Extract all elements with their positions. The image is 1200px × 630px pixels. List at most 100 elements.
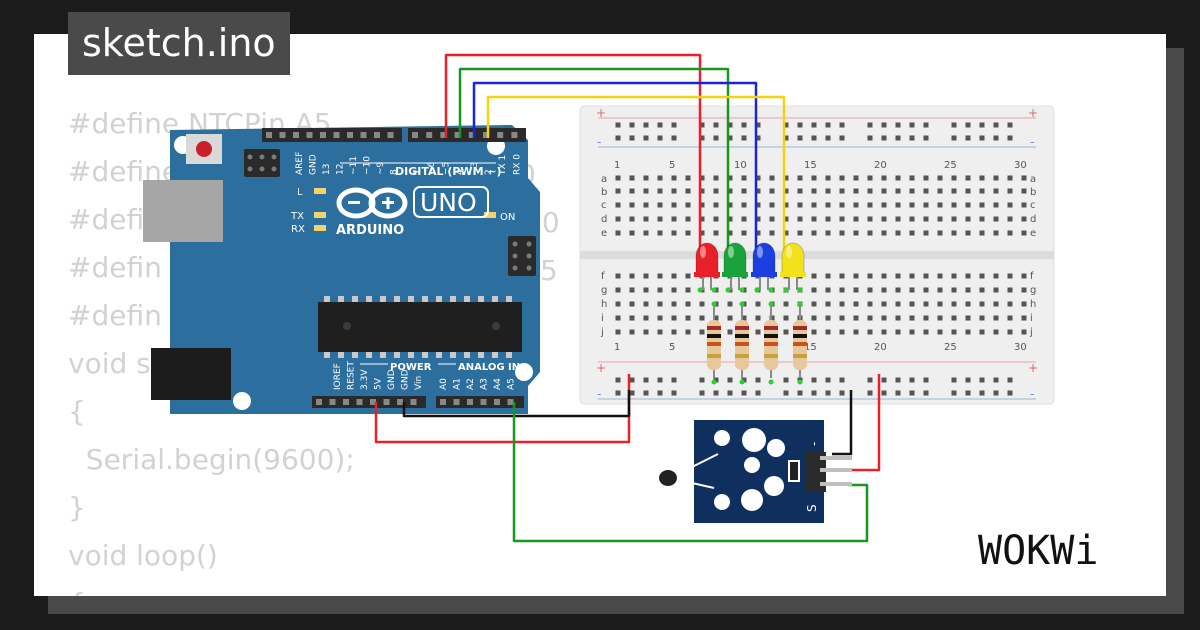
resistor[interactable] bbox=[707, 301, 721, 385]
bb-hole bbox=[937, 315, 943, 321]
bb-hole bbox=[755, 329, 761, 335]
led-blue[interactable] bbox=[751, 242, 777, 293]
header-pin[interactable] bbox=[333, 132, 340, 138]
bb-hole bbox=[615, 287, 621, 293]
header-pin[interactable] bbox=[497, 132, 504, 138]
bb-hole bbox=[1007, 122, 1013, 128]
bb-hole bbox=[811, 188, 817, 194]
bb-hole bbox=[881, 315, 887, 321]
bb-hole bbox=[713, 122, 719, 128]
ntc-sensor-module[interactable]: - S bbox=[659, 420, 852, 523]
bb-hole bbox=[741, 175, 747, 181]
header-pin[interactable] bbox=[343, 399, 349, 405]
header-pin[interactable] bbox=[410, 399, 417, 405]
led-green[interactable] bbox=[722, 242, 748, 293]
bb-hole bbox=[713, 315, 719, 321]
bb-hole bbox=[797, 390, 803, 396]
bb-hole bbox=[727, 230, 733, 236]
header-pin[interactable] bbox=[347, 132, 353, 138]
file-tab[interactable]: sketch.ino bbox=[68, 12, 290, 75]
wire-yellow-pin2[interactable] bbox=[486, 95, 786, 255]
header-pin[interactable] bbox=[279, 132, 286, 138]
bb-hole bbox=[867, 390, 873, 396]
wire-green-pin4[interactable] bbox=[458, 67, 730, 255]
header-pin[interactable] bbox=[440, 399, 446, 405]
header-pin[interactable] bbox=[454, 132, 461, 138]
bb-hole bbox=[811, 230, 817, 236]
header-pin[interactable] bbox=[306, 132, 313, 138]
header-pin[interactable] bbox=[320, 132, 326, 138]
header-pin[interactable] bbox=[468, 132, 475, 138]
resistor[interactable] bbox=[793, 301, 807, 385]
bb-hole bbox=[853, 301, 859, 307]
bb-hole bbox=[993, 329, 999, 335]
bb-hole bbox=[699, 135, 705, 141]
header-pin[interactable] bbox=[293, 132, 299, 138]
bb-hole bbox=[909, 329, 915, 335]
led-label-rx: RX bbox=[291, 224, 305, 235]
header-pin[interactable] bbox=[387, 132, 394, 138]
bb-hole bbox=[825, 122, 831, 128]
bb-hole bbox=[615, 315, 621, 321]
led-red[interactable] bbox=[694, 242, 720, 293]
reset-button-cap[interactable] bbox=[196, 141, 212, 157]
led-yellow[interactable] bbox=[780, 242, 806, 293]
header-pin[interactable] bbox=[480, 399, 487, 405]
bb-hole bbox=[797, 175, 803, 181]
bb-hole bbox=[615, 377, 621, 383]
bb-hole bbox=[657, 230, 663, 236]
bb-hole bbox=[825, 287, 831, 293]
header-pin[interactable] bbox=[467, 399, 473, 405]
bb-hole bbox=[643, 301, 649, 307]
bb-hole bbox=[923, 377, 929, 383]
bb-hole bbox=[643, 216, 649, 222]
header-pin[interactable] bbox=[383, 399, 390, 405]
bb-hole bbox=[909, 273, 915, 279]
bb-hole bbox=[923, 188, 929, 194]
power-pin-label: GND bbox=[387, 369, 397, 390]
wire-black-sensor-gnd[interactable] bbox=[832, 390, 853, 456]
header-pin[interactable] bbox=[483, 132, 489, 138]
bb-hole bbox=[909, 175, 915, 181]
bb-hole bbox=[685, 230, 691, 236]
bb-hole bbox=[1007, 216, 1013, 222]
header-pin[interactable] bbox=[266, 132, 272, 138]
wire-red-pin5[interactable] bbox=[444, 53, 702, 255]
header-pin[interactable] bbox=[360, 132, 367, 138]
header-pin[interactable] bbox=[370, 399, 376, 405]
header-pin[interactable] bbox=[316, 399, 322, 405]
bb-hole bbox=[699, 216, 705, 222]
header-pin[interactable] bbox=[507, 399, 514, 405]
header-pin[interactable] bbox=[440, 132, 447, 138]
header-pin[interactable] bbox=[412, 132, 418, 138]
brand-label: ARDUINO bbox=[336, 223, 404, 238]
header-pin[interactable] bbox=[374, 132, 380, 138]
header-pin[interactable] bbox=[426, 132, 433, 138]
bb-hole bbox=[923, 230, 929, 236]
bb-hole bbox=[811, 301, 817, 307]
header-pin[interactable] bbox=[511, 132, 518, 138]
bb-hole bbox=[713, 216, 719, 222]
header-pin[interactable] bbox=[453, 399, 460, 405]
wire-green-a5[interactable] bbox=[512, 402, 869, 543]
header-pin[interactable] bbox=[494, 399, 500, 405]
bb-hole bbox=[741, 230, 747, 236]
bb-hole bbox=[839, 135, 845, 141]
header-pin[interactable] bbox=[329, 399, 336, 405]
header-pin[interactable] bbox=[397, 399, 403, 405]
bb-hole bbox=[923, 216, 929, 222]
digital-pin-label: ~9 bbox=[376, 161, 386, 175]
bb-hole bbox=[741, 315, 747, 321]
header-pin[interactable] bbox=[356, 399, 363, 405]
bb-hole bbox=[839, 315, 845, 321]
wire-black-gnd[interactable] bbox=[402, 390, 631, 418]
bb-hole bbox=[1007, 188, 1013, 194]
bb-row-letter: f bbox=[1030, 271, 1034, 282]
power-pin-label: 3.3V bbox=[360, 369, 370, 390]
resistor[interactable] bbox=[764, 301, 778, 385]
wire-blue-pin3[interactable] bbox=[472, 81, 758, 255]
bb-hole bbox=[811, 329, 817, 335]
resistor[interactable] bbox=[735, 301, 749, 385]
bb-hole bbox=[881, 135, 887, 141]
